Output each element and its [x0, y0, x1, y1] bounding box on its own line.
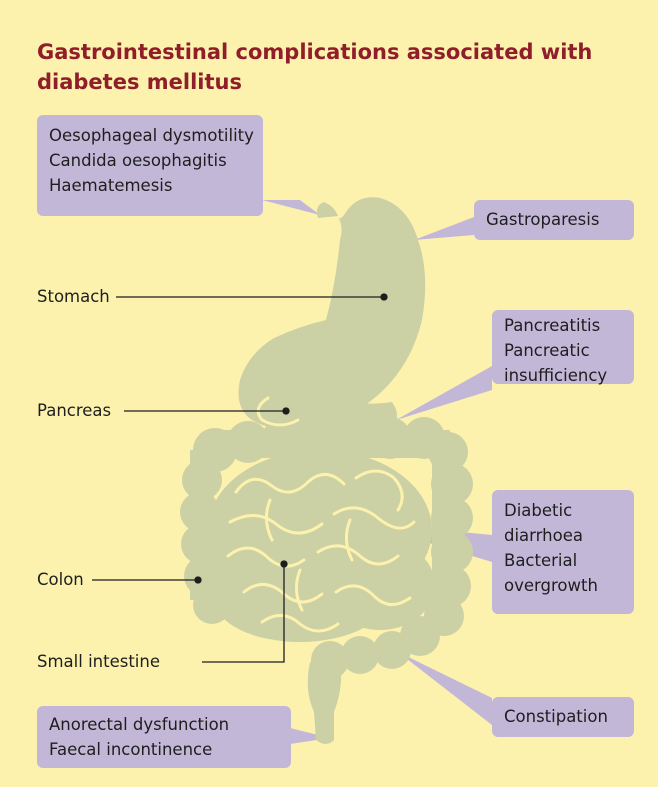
- callout-text: insufficiency: [504, 363, 622, 388]
- small-intestine: [208, 450, 435, 642]
- callout-text: Oesophageal dysmotility: [49, 123, 251, 148]
- callout-text: Candida oesophagitis: [49, 148, 251, 173]
- callout-text: Gastroparesis: [486, 207, 622, 232]
- callout-pancreas: Pancreatitis Pancreatic insufficiency: [492, 310, 634, 384]
- label-small-intestine: Small intestine: [37, 652, 160, 672]
- label-stomach: Stomach: [37, 287, 110, 307]
- callout-colon: Constipation: [492, 697, 634, 737]
- callout-small-intestine: Diabetic diarrhoea Bacterial overgrowth: [492, 490, 634, 614]
- leader-dot-pancreas: [283, 408, 289, 414]
- callout-text: Anorectal dysfunction: [49, 712, 279, 737]
- callout-text: overgrowth: [504, 573, 622, 598]
- leader-dot-small-intestine: [281, 561, 287, 567]
- pointer-oesophagus: [262, 200, 320, 215]
- callout-text: diarrhoea: [504, 523, 622, 548]
- callout-text: Bacterial: [504, 548, 622, 573]
- pointer-colon: [398, 652, 492, 725]
- callout-oesophagus: Oesophageal dysmotility Candida oesophag…: [37, 115, 263, 216]
- leader-dot-stomach: [381, 294, 387, 300]
- rectum: [308, 662, 341, 744]
- callout-text: Faecal incontinence: [49, 737, 279, 762]
- callout-text: Haematemesis: [49, 173, 251, 198]
- callout-rectum: Anorectal dysfunction Faecal incontinenc…: [37, 706, 291, 768]
- callout-text: Diabetic: [504, 498, 622, 523]
- label-colon: Colon: [37, 570, 84, 590]
- pointer-stomach: [414, 217, 474, 240]
- stomach: [239, 197, 426, 430]
- callout-text: Constipation: [504, 704, 622, 729]
- callout-text: Pancreatic: [504, 338, 622, 363]
- leader-dot-colon: [195, 577, 201, 583]
- label-pancreas: Pancreas: [37, 401, 111, 421]
- pointer-pancreas: [396, 366, 492, 420]
- callout-stomach: Gastroparesis: [474, 200, 634, 240]
- callout-text: Pancreatitis: [504, 313, 622, 338]
